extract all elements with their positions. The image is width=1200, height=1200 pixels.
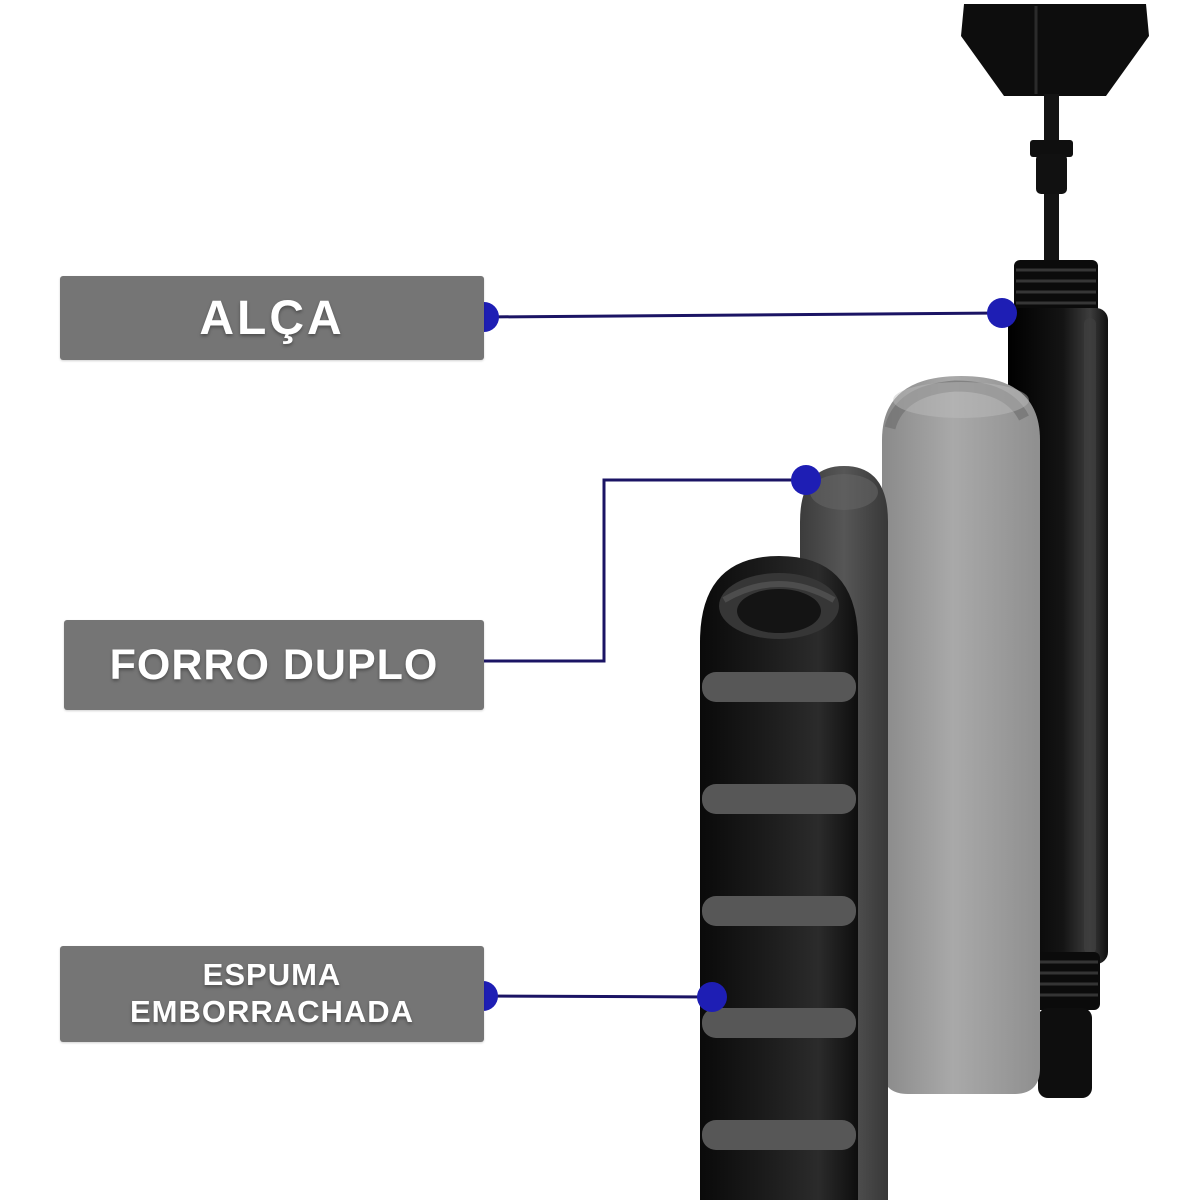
callout-connectors: [468, 311, 1003, 999]
handle-tip: [1038, 1008, 1092, 1098]
callout-dot-alca-right: [987, 298, 1017, 328]
rod-connector-block: [1030, 140, 1073, 157]
label-rubber-foam: ESPUMA EMBORRACHADA: [60, 946, 484, 1042]
foam-rib: [702, 672, 856, 702]
label-rubber-foam-line1: ESPUMA: [202, 957, 342, 993]
handle-body-highlight: [1084, 318, 1096, 954]
callout-dot-espuma-right: [697, 982, 727, 1012]
callout-line-forro: [468, 478, 806, 663]
callout-dot-forro-right: [791, 465, 821, 495]
callout-line-espuma: [482, 994, 713, 999]
label-double-liner: FORRO DUPLO: [64, 620, 484, 710]
liner-light-sheet: [882, 376, 1040, 1094]
liner-light-curl-shadow: [884, 380, 1029, 430]
foam-tube: [700, 556, 858, 1200]
rod-connector-body: [1036, 154, 1067, 194]
liner-light-body: [882, 376, 1040, 1094]
label-handle: ALÇA: [60, 276, 484, 360]
foam-rib: [702, 1008, 856, 1038]
foam-opening-highlight: [722, 581, 836, 603]
label-rubber-foam-line2: EMBORRACHADA: [129, 994, 415, 1029]
foam-rib: [702, 784, 856, 814]
liner-dark-top-highlight: [810, 474, 878, 510]
label-double-liner-text: FORRO DUPLO: [109, 640, 439, 689]
foam-ribs: [702, 672, 856, 1150]
foam-rib: [702, 1120, 856, 1150]
label-handle-text: ALÇA: [199, 291, 345, 345]
foam-body: [700, 556, 858, 1200]
thread-bottom-ridges: [1030, 960, 1098, 997]
handle-cap: [961, 4, 1149, 96]
foam-opening-hole: [737, 589, 821, 633]
liner-light-curl-highlight: [893, 382, 1029, 418]
foam-rib: [702, 896, 856, 926]
callout-line-alca: [483, 311, 1003, 319]
